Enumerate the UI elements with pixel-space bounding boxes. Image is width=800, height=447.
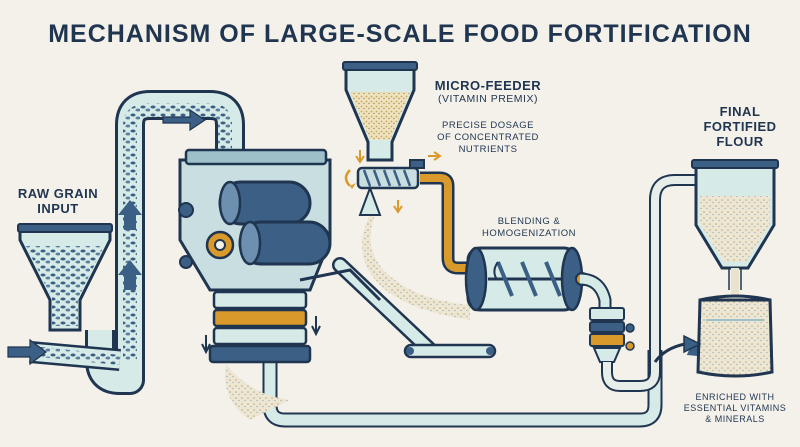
return-pipe [262, 300, 663, 428]
flour-bag [696, 294, 774, 378]
diagram-title: MECHANISM OF LARGE-SCALE FOOD FORTIFICAT… [48, 20, 752, 48]
roller-mill [178, 148, 332, 420]
blending-label-line2: HOMOGENIZATION [482, 228, 576, 239]
dosage-label-line2: OF CONCENTRATED [437, 132, 539, 143]
dosage-label-line1: PRECISE DOSAGE [442, 120, 534, 131]
filter-unit [579, 174, 704, 392]
final-flour-hopper [691, 159, 779, 295]
micro-feeder [342, 61, 476, 275]
micro-feeder-subtitle: (VITAMIN PREMIX) [438, 93, 538, 105]
enriched-label-line1: ENRICHED WITH [695, 392, 775, 402]
enriched-label-line3: & MINERALS [705, 414, 765, 424]
final-flour-label-line3: FLOUR [716, 134, 764, 149]
blender [464, 246, 589, 312]
micro-feeder-label: MICRO-FEEDER (VITAMIN PREMIX) [418, 78, 558, 106]
conveyor [299, 257, 497, 359]
dosage-label: PRECISE DOSAGE OF CONCENTRATED NUTRIENTS [428, 120, 548, 156]
final-flour-label: FINAL FORTIFIED FLOUR [690, 104, 790, 149]
input-arrow [7, 338, 47, 366]
final-flour-label-line1: FINAL [719, 104, 761, 119]
return-arrow [653, 342, 686, 363]
return-arrowhead [683, 334, 702, 354]
micro-feeder-title: MICRO-FEEDER [434, 78, 542, 93]
dosage-label-line3: NUTRIENTS [458, 144, 518, 155]
blending-label-line1: BLENDING & [497, 216, 561, 227]
raw-grain-label-line2: INPUT [37, 201, 79, 216]
raw-grain-hopper [17, 223, 113, 332]
blending-label: BLENDING & HOMOGENIZATION [474, 216, 584, 240]
enriched-label: ENRICHED WITH ESSENTIAL VITAMINS & MINER… [672, 392, 798, 425]
final-flour-label-line2: FORTIFIED [703, 119, 777, 134]
raw-grain-label: RAW GRAIN INPUT [10, 186, 106, 216]
premix-stream [362, 215, 470, 320]
enriched-label-line2: ESSENTIAL VITAMINS [683, 403, 787, 413]
raw-grain-label-line1: RAW GRAIN [17, 186, 99, 201]
